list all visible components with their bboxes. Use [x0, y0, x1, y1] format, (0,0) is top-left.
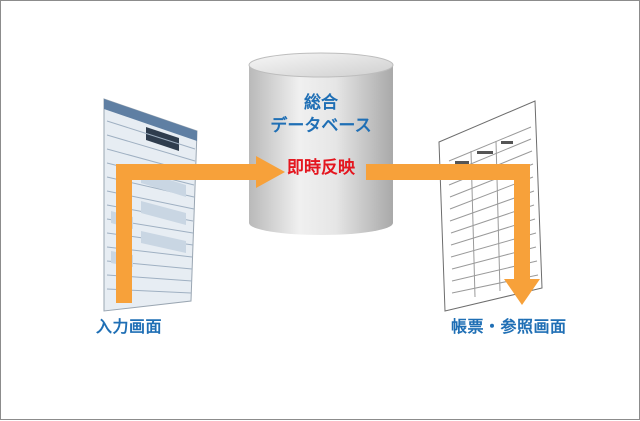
input-to-db-arrow [116, 156, 285, 303]
database-title-line1: 総合 [304, 93, 338, 113]
arrows [116, 156, 540, 305]
input-screen-label: 入力画面 [96, 317, 163, 336]
realtime-reflection-label: 即時反映 [287, 158, 355, 178]
output-screen-label: 帳票・参照画面 [451, 317, 567, 336]
database-title-line2: データベース [270, 116, 372, 136]
database-cylinder [248, 52, 394, 235]
db-to-report-arrow [366, 164, 526, 180]
report-down-arrow [504, 164, 540, 305]
